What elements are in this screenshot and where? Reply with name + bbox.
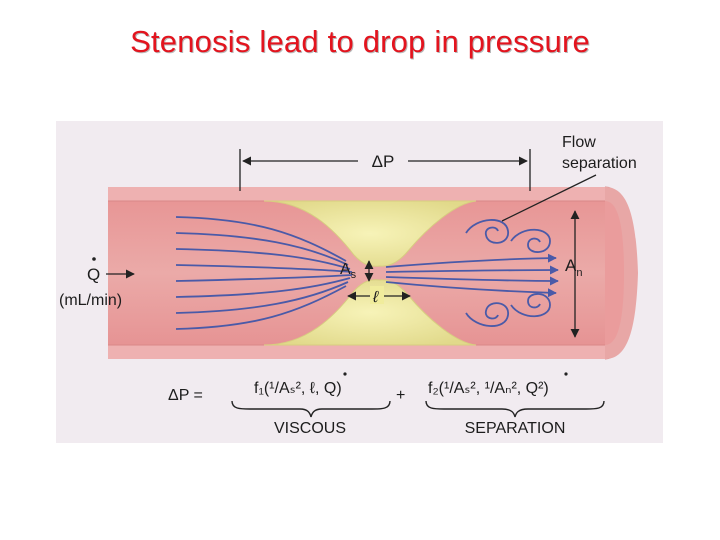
flow-separation-label-line1: Flow [562,134,596,151]
q-dot-separation [564,372,567,375]
viscous-label: VISCOUS [274,420,346,437]
flow-q-label: Q [87,265,100,284]
viscous-term: f₁(¹/Aₛ², ℓ, Q) [254,380,342,397]
equation-plus: + [396,387,405,404]
separation-term: f₂(¹/Aₛ², ¹/Aₙ², Q²) [428,380,549,397]
flow-units-label: (mL/min) [59,292,122,309]
separation-label: SEPARATION [465,420,566,437]
q-dot [92,257,96,261]
flow-separation-label-line2: separation [562,155,637,172]
stenosis-diagram: ΔP Flow separation Q (mL/min) As ℓ An ΔP… [56,121,663,443]
q-dot-viscous [343,372,346,375]
length-label: ℓ [372,289,379,306]
stenosis-diagram-svg: ΔP Flow separation Q (mL/min) As ℓ An ΔP… [56,121,663,443]
equation-lhs: ΔP = [168,387,203,404]
slide-title: Stenosis lead to drop in pressure [0,24,720,60]
delta-p-label: ΔP [372,152,395,171]
